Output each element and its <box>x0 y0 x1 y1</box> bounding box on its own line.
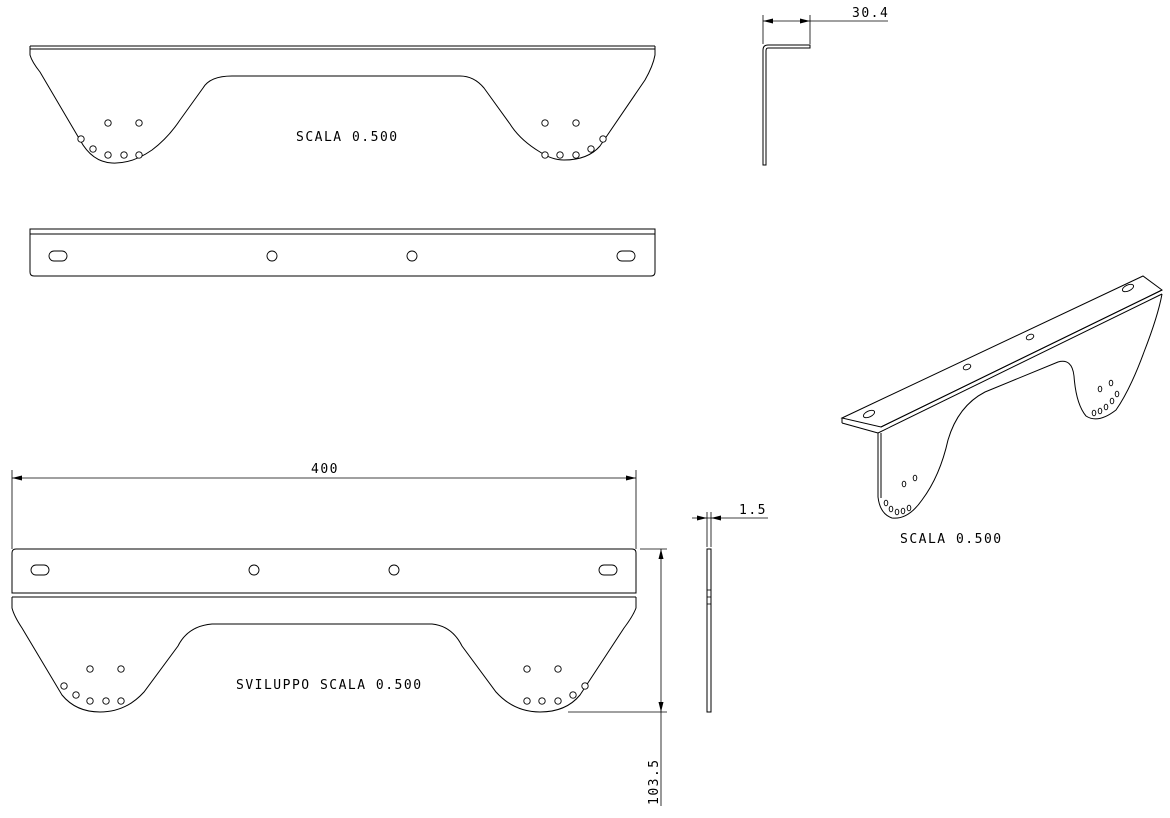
front-view: SCALA 0.500 <box>29 45 656 164</box>
iso-holes-right <box>1091 379 1120 417</box>
top-view <box>29 228 656 277</box>
front-view-scale-label: SCALA 0.500 <box>296 130 399 145</box>
development-holes-left <box>60 665 125 705</box>
flat-development: SVILUPPO SCALA 0.500 400 103.5 <box>11 462 667 806</box>
overall-length-dimension: 400 <box>311 462 339 477</box>
edge-view: 1.5 <box>692 503 768 713</box>
development-holes-right <box>523 665 589 705</box>
flange-width-dimension: 30.4 <box>852 6 889 21</box>
isometric-view: SCALA 0.500 <box>840 275 1163 547</box>
front-view-holes-right <box>541 119 607 159</box>
iso-holes-left <box>883 474 918 516</box>
total-height-dimension: 103.5 <box>647 758 662 805</box>
iso-view-scale-label: SCALA 0.500 <box>900 532 1003 547</box>
development-scale-label: SVILUPPO SCALA 0.500 <box>236 678 423 693</box>
side-view: 30.4 <box>762 6 889 166</box>
front-view-holes-left <box>77 119 143 159</box>
thickness-dimension: 1.5 <box>739 503 767 518</box>
